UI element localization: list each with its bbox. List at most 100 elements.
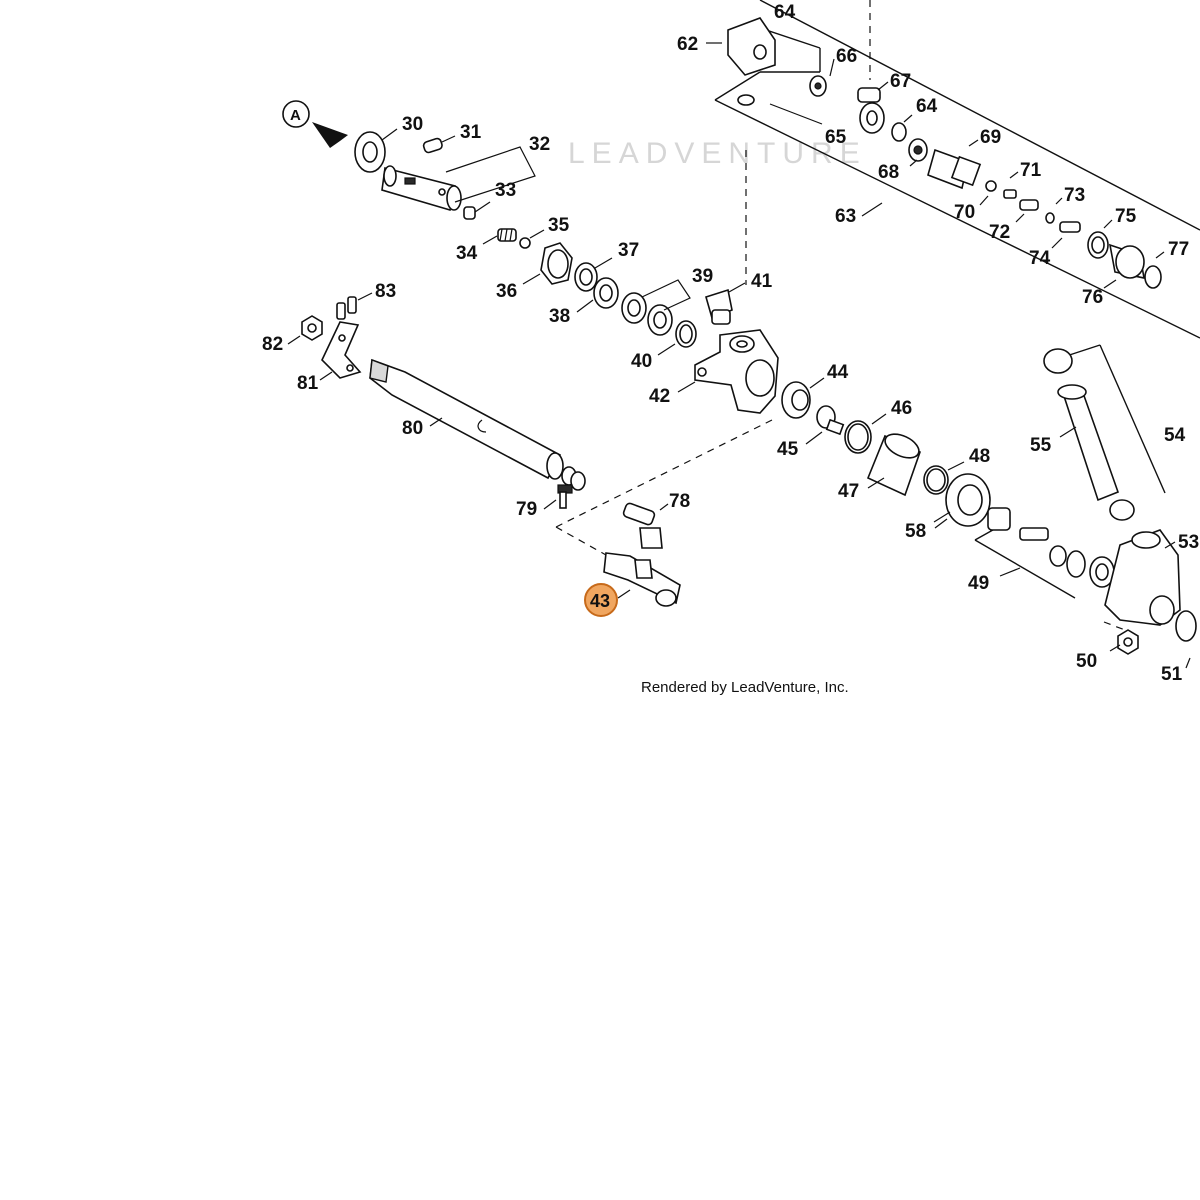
callout-a: A xyxy=(282,100,348,148)
highlight-marker[interactable] xyxy=(584,583,618,617)
part-77-ring xyxy=(1144,265,1162,289)
assembly-guide-lines xyxy=(555,0,1126,631)
label-77: 77 xyxy=(1168,239,1189,260)
part-34-spring xyxy=(497,228,517,242)
label-64-top: 64 xyxy=(774,2,796,23)
part-70-ball xyxy=(985,180,997,192)
part-47-sleeve xyxy=(866,433,921,497)
label-46: 46 xyxy=(891,398,912,419)
part-55-cylinder xyxy=(1057,384,1120,502)
label-76: 76 xyxy=(1082,287,1103,308)
part-49-seal-set xyxy=(987,507,1115,588)
part-66-washer xyxy=(809,75,827,97)
part-51-ring xyxy=(1175,610,1197,642)
part-labels: 30 31 32 33 34 35 36 37 38 39 40 41 42 4… xyxy=(262,2,1199,685)
label-71: 71 xyxy=(1020,160,1042,181)
label-34: 34 xyxy=(456,243,478,264)
label-35: 35 xyxy=(548,215,570,236)
part-76-cap xyxy=(1108,243,1145,280)
part-42-valve-housing xyxy=(694,329,779,414)
part-75-oring xyxy=(1087,231,1109,259)
part-48-oring xyxy=(923,465,949,495)
part-71-spring xyxy=(1003,189,1017,199)
label-72: 72 xyxy=(989,222,1010,243)
label-36: 36 xyxy=(496,281,517,302)
label-54: 54 xyxy=(1164,425,1186,446)
label-79: 79 xyxy=(516,499,537,520)
part-69-valve xyxy=(927,148,982,190)
part-82-nut xyxy=(301,315,323,341)
label-62: 62 xyxy=(677,34,698,55)
watermark-text: LEADVENTURE xyxy=(568,137,867,170)
label-31: 31 xyxy=(460,122,482,143)
label-64: 64 xyxy=(916,96,938,117)
label-48: 48 xyxy=(969,446,990,467)
label-51: 51 xyxy=(1161,664,1183,685)
label-75: 75 xyxy=(1115,206,1137,227)
label-40: 40 xyxy=(631,351,652,372)
label-50: 50 xyxy=(1076,651,1097,672)
part-62-block xyxy=(727,17,776,76)
assembly-frame-54 xyxy=(974,344,1166,599)
part-80-hose xyxy=(369,358,564,480)
label-37: 37 xyxy=(618,240,639,261)
label-55: 55 xyxy=(1030,435,1052,456)
part-43-tee-fitting xyxy=(603,552,681,607)
part-53-housing xyxy=(1104,529,1181,626)
label-63: 63 xyxy=(835,206,856,227)
label-58: 58 xyxy=(905,521,926,542)
leader-lines xyxy=(287,42,1191,669)
part-30-bushing xyxy=(354,131,386,173)
callout-a-label: A xyxy=(290,107,301,124)
label-68: 68 xyxy=(878,162,899,183)
part-68-fitting xyxy=(908,138,928,162)
label-38: 38 xyxy=(549,306,570,327)
label-47: 47 xyxy=(838,481,859,502)
part-36-nut xyxy=(540,242,573,285)
part-64-oring xyxy=(891,122,907,142)
part-78-elbow xyxy=(622,502,663,549)
part-39-seal-pair xyxy=(621,292,673,336)
part-41-valve-cap xyxy=(705,288,733,325)
label-81: 81 xyxy=(297,373,319,394)
part-44-cap xyxy=(781,381,811,419)
part-67-banjo-fitting xyxy=(857,87,885,134)
label-74: 74 xyxy=(1029,248,1051,269)
part-54-assembly xyxy=(1043,348,1135,521)
part-46-oring xyxy=(844,420,872,454)
part-65-oring xyxy=(737,94,755,106)
part-81-bracket xyxy=(321,321,362,379)
label-73: 73 xyxy=(1064,185,1085,206)
label-78: 78 xyxy=(669,491,690,512)
part-31-pin xyxy=(422,137,443,154)
label-70: 70 xyxy=(954,202,975,223)
credit-text: Rendered by LeadVenture, Inc. xyxy=(641,679,849,696)
label-30: 30 xyxy=(402,114,423,135)
label-42: 42 xyxy=(649,386,670,407)
highlight-label[interactable]: 43 xyxy=(590,591,610,611)
label-80: 80 xyxy=(402,418,423,439)
label-39: 39 xyxy=(692,266,713,287)
part-40-oring xyxy=(675,320,697,348)
part-33-nub xyxy=(463,206,476,220)
callout-arrow-icon xyxy=(312,122,348,148)
label-53: 53 xyxy=(1178,532,1199,553)
part-32-shaft xyxy=(381,165,462,212)
part-50-nut xyxy=(1117,629,1139,655)
label-41: 41 xyxy=(751,271,773,292)
part-45-screw xyxy=(816,405,845,436)
part-37-washer xyxy=(574,262,598,292)
label-67: 67 xyxy=(890,71,911,92)
label-44: 44 xyxy=(827,362,849,383)
part-38-seal xyxy=(593,277,619,309)
highlighted-part-43[interactable]: 43 xyxy=(584,583,618,617)
label-69: 69 xyxy=(980,127,1001,148)
label-49: 49 xyxy=(968,573,989,594)
part-74-stem xyxy=(1059,221,1081,233)
label-66: 66 xyxy=(836,46,857,67)
label-33: 33 xyxy=(495,180,516,201)
part-72-spring xyxy=(1019,199,1039,211)
part-79-fitting xyxy=(557,466,586,509)
label-83: 83 xyxy=(375,281,396,302)
